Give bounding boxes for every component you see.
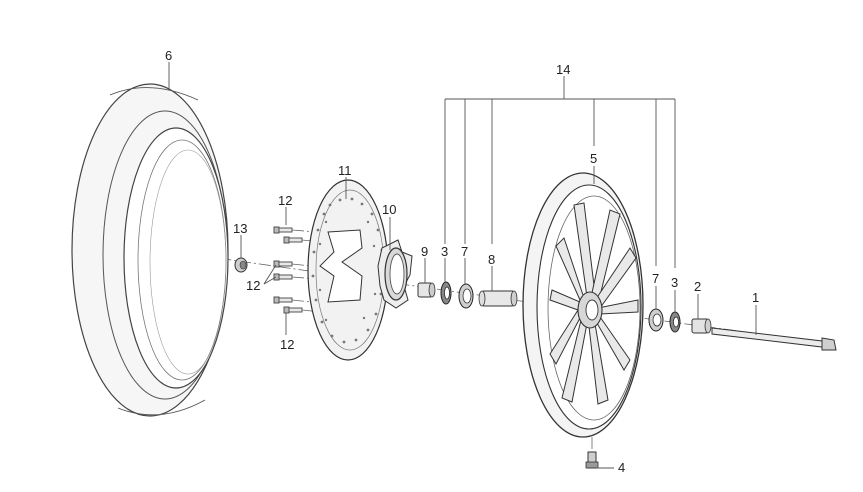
callout-2: 2 [694, 279, 701, 294]
callout-7-right: 7 [652, 271, 659, 286]
callout-3-left: 3 [441, 244, 448, 259]
callout-8: 8 [488, 252, 495, 267]
tone-ring-10 [377, 239, 413, 309]
wheel-rim-5 [522, 172, 644, 438]
seal-3-left [440, 281, 452, 305]
callout-labels: 1 2 3 3 4 5 6 7 7 8 9 10 11 12 12 12 13 … [165, 48, 759, 475]
bearing-7-right [648, 308, 664, 332]
seal-3-right [669, 311, 681, 333]
axle-1 [711, 327, 837, 351]
valve-4 [585, 437, 599, 469]
callout-6: 6 [165, 48, 172, 63]
brake-disc-11 [307, 179, 389, 361]
tire [71, 83, 229, 417]
bolts-12 [273, 226, 331, 314]
spacer-tube-8 [478, 290, 518, 307]
callout-4: 4 [618, 460, 625, 475]
callout-3-right: 3 [671, 275, 678, 290]
callout-12-top: 12 [278, 193, 292, 208]
callout-12-middle: 12 [246, 278, 260, 293]
callout-13: 13 [233, 221, 247, 236]
spacer-9 [417, 282, 436, 298]
callout-11: 11 [338, 163, 352, 178]
collar-2 [691, 318, 712, 334]
nut-13 [234, 257, 248, 273]
callout-10: 10 [382, 202, 396, 217]
callout-12-bottom: 12 [280, 337, 294, 352]
callout-7-left: 7 [461, 244, 468, 259]
callout-9: 9 [421, 244, 428, 259]
callout-1: 1 [752, 290, 759, 305]
callout-5: 5 [590, 151, 597, 166]
bearing-7-left [458, 283, 474, 309]
callout-14: 14 [556, 62, 570, 77]
leader-lines [168, 62, 757, 469]
